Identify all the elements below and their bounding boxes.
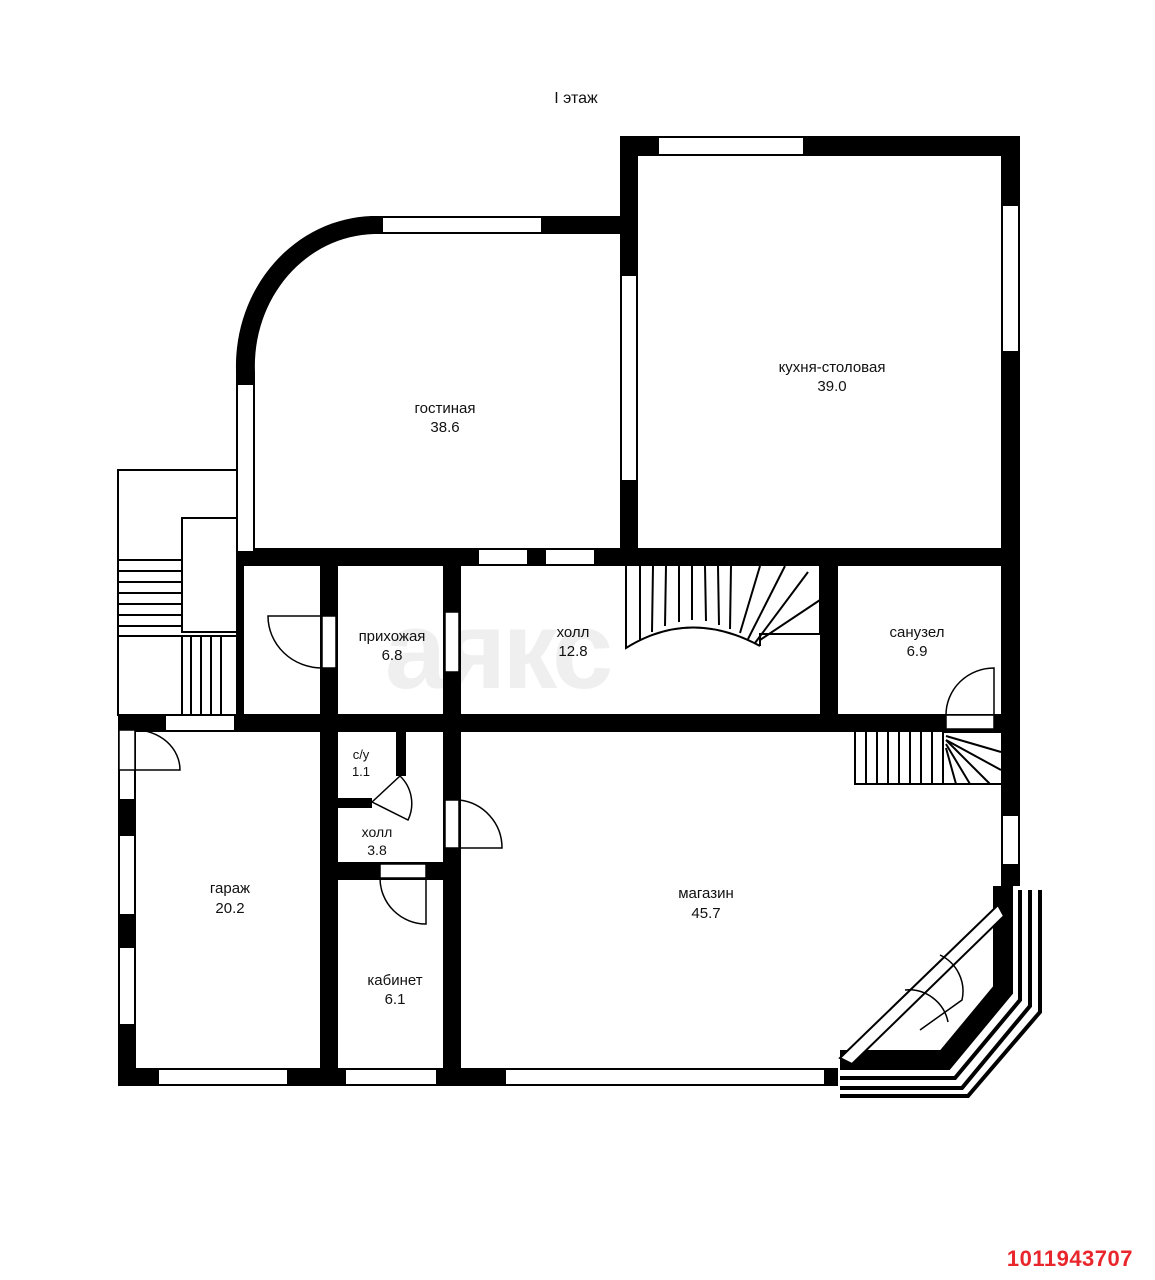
windows <box>118 136 1020 1086</box>
wall-mid-lower <box>118 714 1020 732</box>
bay-glass <box>838 903 1006 1066</box>
window-garage-west-3 <box>118 946 136 1026</box>
wall-mid-upper <box>236 548 1020 566</box>
window-shop-bottom <box>504 1068 826 1086</box>
room-area-magazin: 45.7 <box>691 905 720 922</box>
room-name-su: с/у <box>353 747 370 762</box>
room-name-holl-small: холл <box>362 824 393 840</box>
room-area-su: 1.1 <box>352 764 370 779</box>
room-area-prihozhaya: 6.8 <box>382 647 403 664</box>
room-name-garazh: гараж <box>210 880 250 897</box>
room-area-kuhnya: 39.0 <box>817 378 846 395</box>
window-holl-2 <box>544 548 596 566</box>
room-area-sanuzel: 6.9 <box>907 643 928 660</box>
window-living-west <box>236 383 255 553</box>
floor-title: I этаж <box>554 90 598 107</box>
watermark: аякс <box>385 589 614 712</box>
room-name-kuhnya: кухня-столовая <box>779 359 886 376</box>
window-kitchen-east <box>1001 204 1020 353</box>
spiral-stairs <box>625 565 821 650</box>
bathroom-stairs <box>854 731 1002 785</box>
exterior-stairs <box>117 469 236 716</box>
room-name-magazin: магазин <box>678 885 734 902</box>
window-kabinet-bottom <box>344 1068 438 1086</box>
room-labels: гостиная 38.6 кухня-столовая 39.0 прихож… <box>210 359 945 1008</box>
bay-window <box>840 886 1042 1098</box>
room-area-gostinaya: 38.6 <box>430 419 459 436</box>
window-holl-1 <box>477 548 529 566</box>
wall-living-curve <box>235 216 380 380</box>
listing-id: 1011943707 <box>1006 1246 1133 1271</box>
window-garage-bottom <box>157 1068 289 1086</box>
window-shop-east <box>1001 814 1020 866</box>
room-area-holl: 12.8 <box>558 643 587 660</box>
svg-text:аякс: аякс <box>385 589 610 712</box>
room-area-garazh: 20.2 <box>215 900 244 917</box>
window-living-top <box>381 216 543 234</box>
room-area-kabinet: 6.1 <box>385 991 406 1008</box>
window-kitchen-top <box>657 136 805 156</box>
window-living-kitchen <box>620 274 638 482</box>
doors <box>118 611 995 1031</box>
window-garage-west-2 <box>118 834 136 916</box>
room-area-holl-small: 3.8 <box>367 842 387 858</box>
room-name-holl: холл <box>557 624 590 641</box>
room-name-prihozhaya: прихожая <box>359 628 426 645</box>
room-name-kabinet: кабинет <box>367 972 422 989</box>
window-garage-top <box>164 714 236 732</box>
room-name-gostinaya: гостиная <box>415 400 476 417</box>
room-name-sanuzel: санузел <box>890 624 945 641</box>
